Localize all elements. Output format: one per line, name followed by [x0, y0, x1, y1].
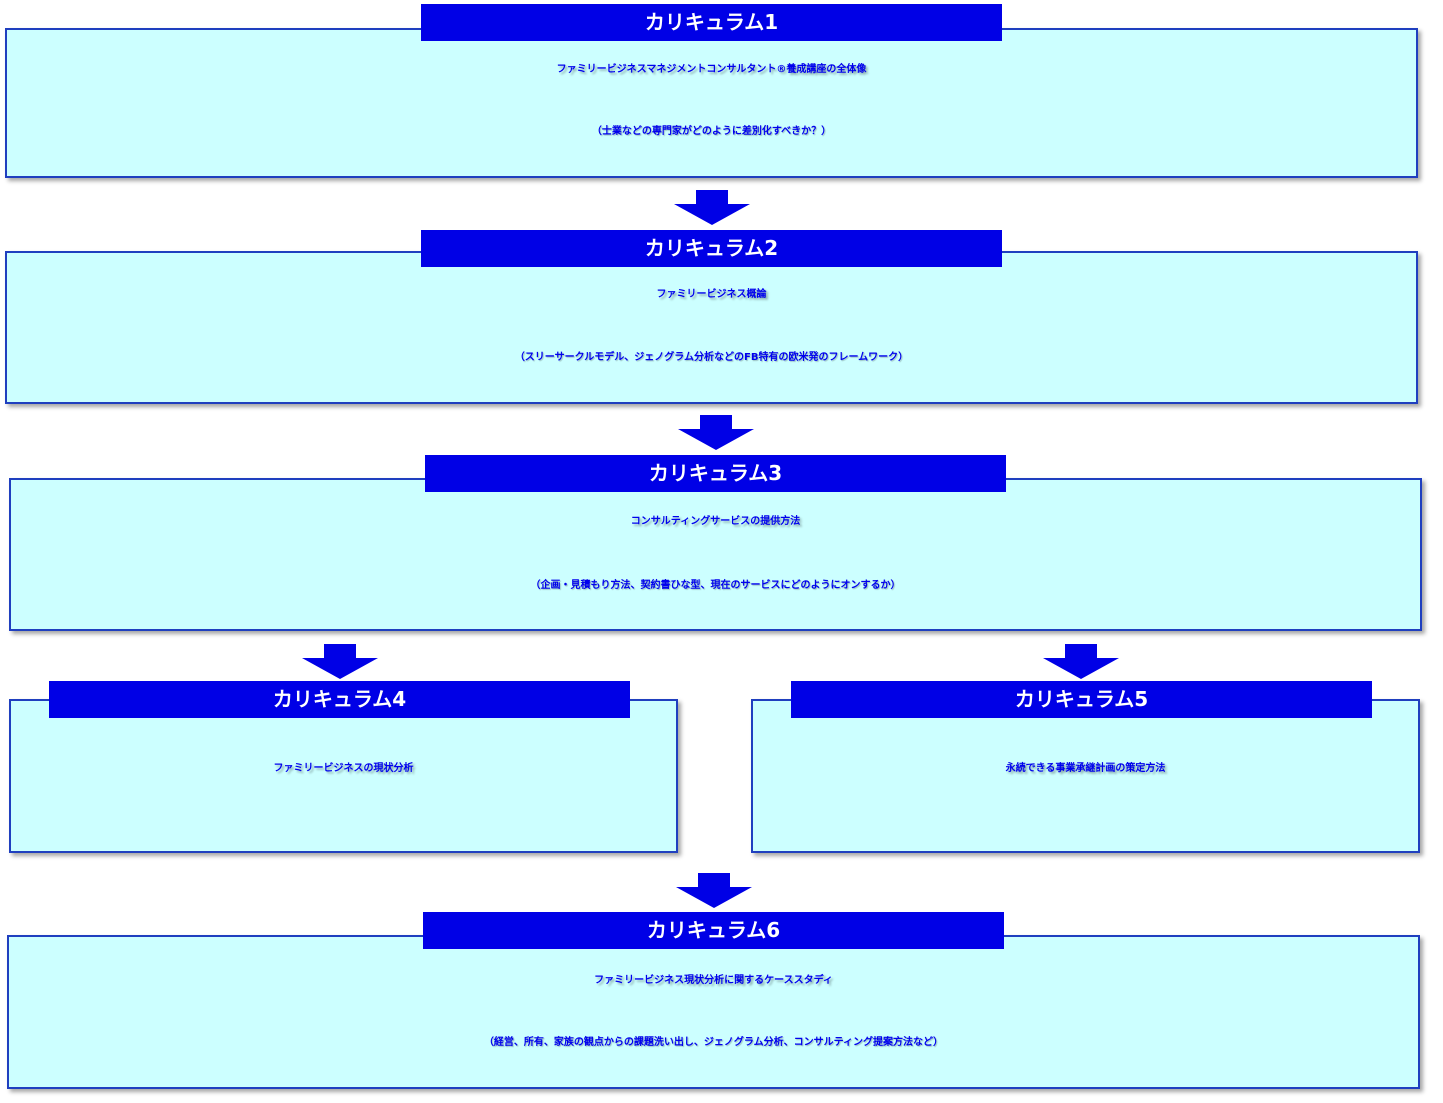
curriculum-1-subtitle: （士業などの専門家がどのように差別化すべきか？） — [591, 126, 832, 137]
curriculum-2-tab: カリキュラム2 — [421, 230, 1002, 267]
curriculum-4-box: ファミリービジネスの現状分析 — [9, 699, 678, 853]
down-arrow-3-right — [1043, 644, 1119, 679]
curriculum-6-box: ファミリービジネス現状分析に関するケーススタディ （経営、所有、家族の観点からの… — [7, 935, 1420, 1089]
curriculum-5-box: 永続できる事業承継計画の策定方法 — [751, 699, 1420, 853]
down-arrow-3-left — [302, 644, 378, 679]
down-arrow-2 — [678, 415, 754, 450]
curriculum-3-title: コンサルティングサービスの提供方法 — [630, 516, 801, 527]
curriculum-5-tab: カリキュラム5 — [791, 681, 1372, 718]
curriculum-1-tab: カリキュラム1 — [421, 4, 1002, 41]
curriculum-4-tab: カリキュラム4 — [49, 681, 630, 718]
curriculum-2-subtitle: （スリーサークルモデル、ジェノグラム分析などのFB特有の欧米発のフレームワーク） — [514, 352, 909, 363]
curriculum-2-title: ファミリービジネス概論 — [656, 289, 767, 300]
curriculum-3-tab: カリキュラム3 — [425, 455, 1006, 492]
curriculum-3-subtitle: （企画・見積もり方法、契約書ひな型、現在のサービスにどのようにオンするか） — [530, 580, 901, 591]
curriculum-4-title: ファミリービジネスの現状分析 — [273, 763, 414, 774]
curriculum-5-title: 永続できる事業承継計画の策定方法 — [1005, 763, 1166, 774]
curriculum-3-box: コンサルティングサービスの提供方法 （企画・見積もり方法、契約書ひな型、現在のサ… — [9, 478, 1422, 631]
curriculum-6-subtitle: （経営、所有、家族の観点からの課題洗い出し、ジェノグラム分析、コンサルティング提… — [483, 1037, 944, 1048]
down-arrow-4 — [676, 873, 752, 908]
curriculum-1-box: ファミリービジネスマネジメントコンサルタント®養成講座の全体像 （士業などの専門… — [5, 28, 1418, 178]
curriculum-2-box: ファミリービジネス概論 （スリーサークルモデル、ジェノグラム分析などのFB特有の… — [5, 251, 1418, 404]
curriculum-6-title: ファミリービジネス現状分析に関するケーススタディ — [594, 975, 833, 986]
down-arrow-1 — [674, 190, 750, 225]
curriculum-1-title: ファミリービジネスマネジメントコンサルタント®養成講座の全体像 — [556, 64, 867, 75]
curriculum-6-tab: カリキュラム6 — [423, 912, 1004, 949]
